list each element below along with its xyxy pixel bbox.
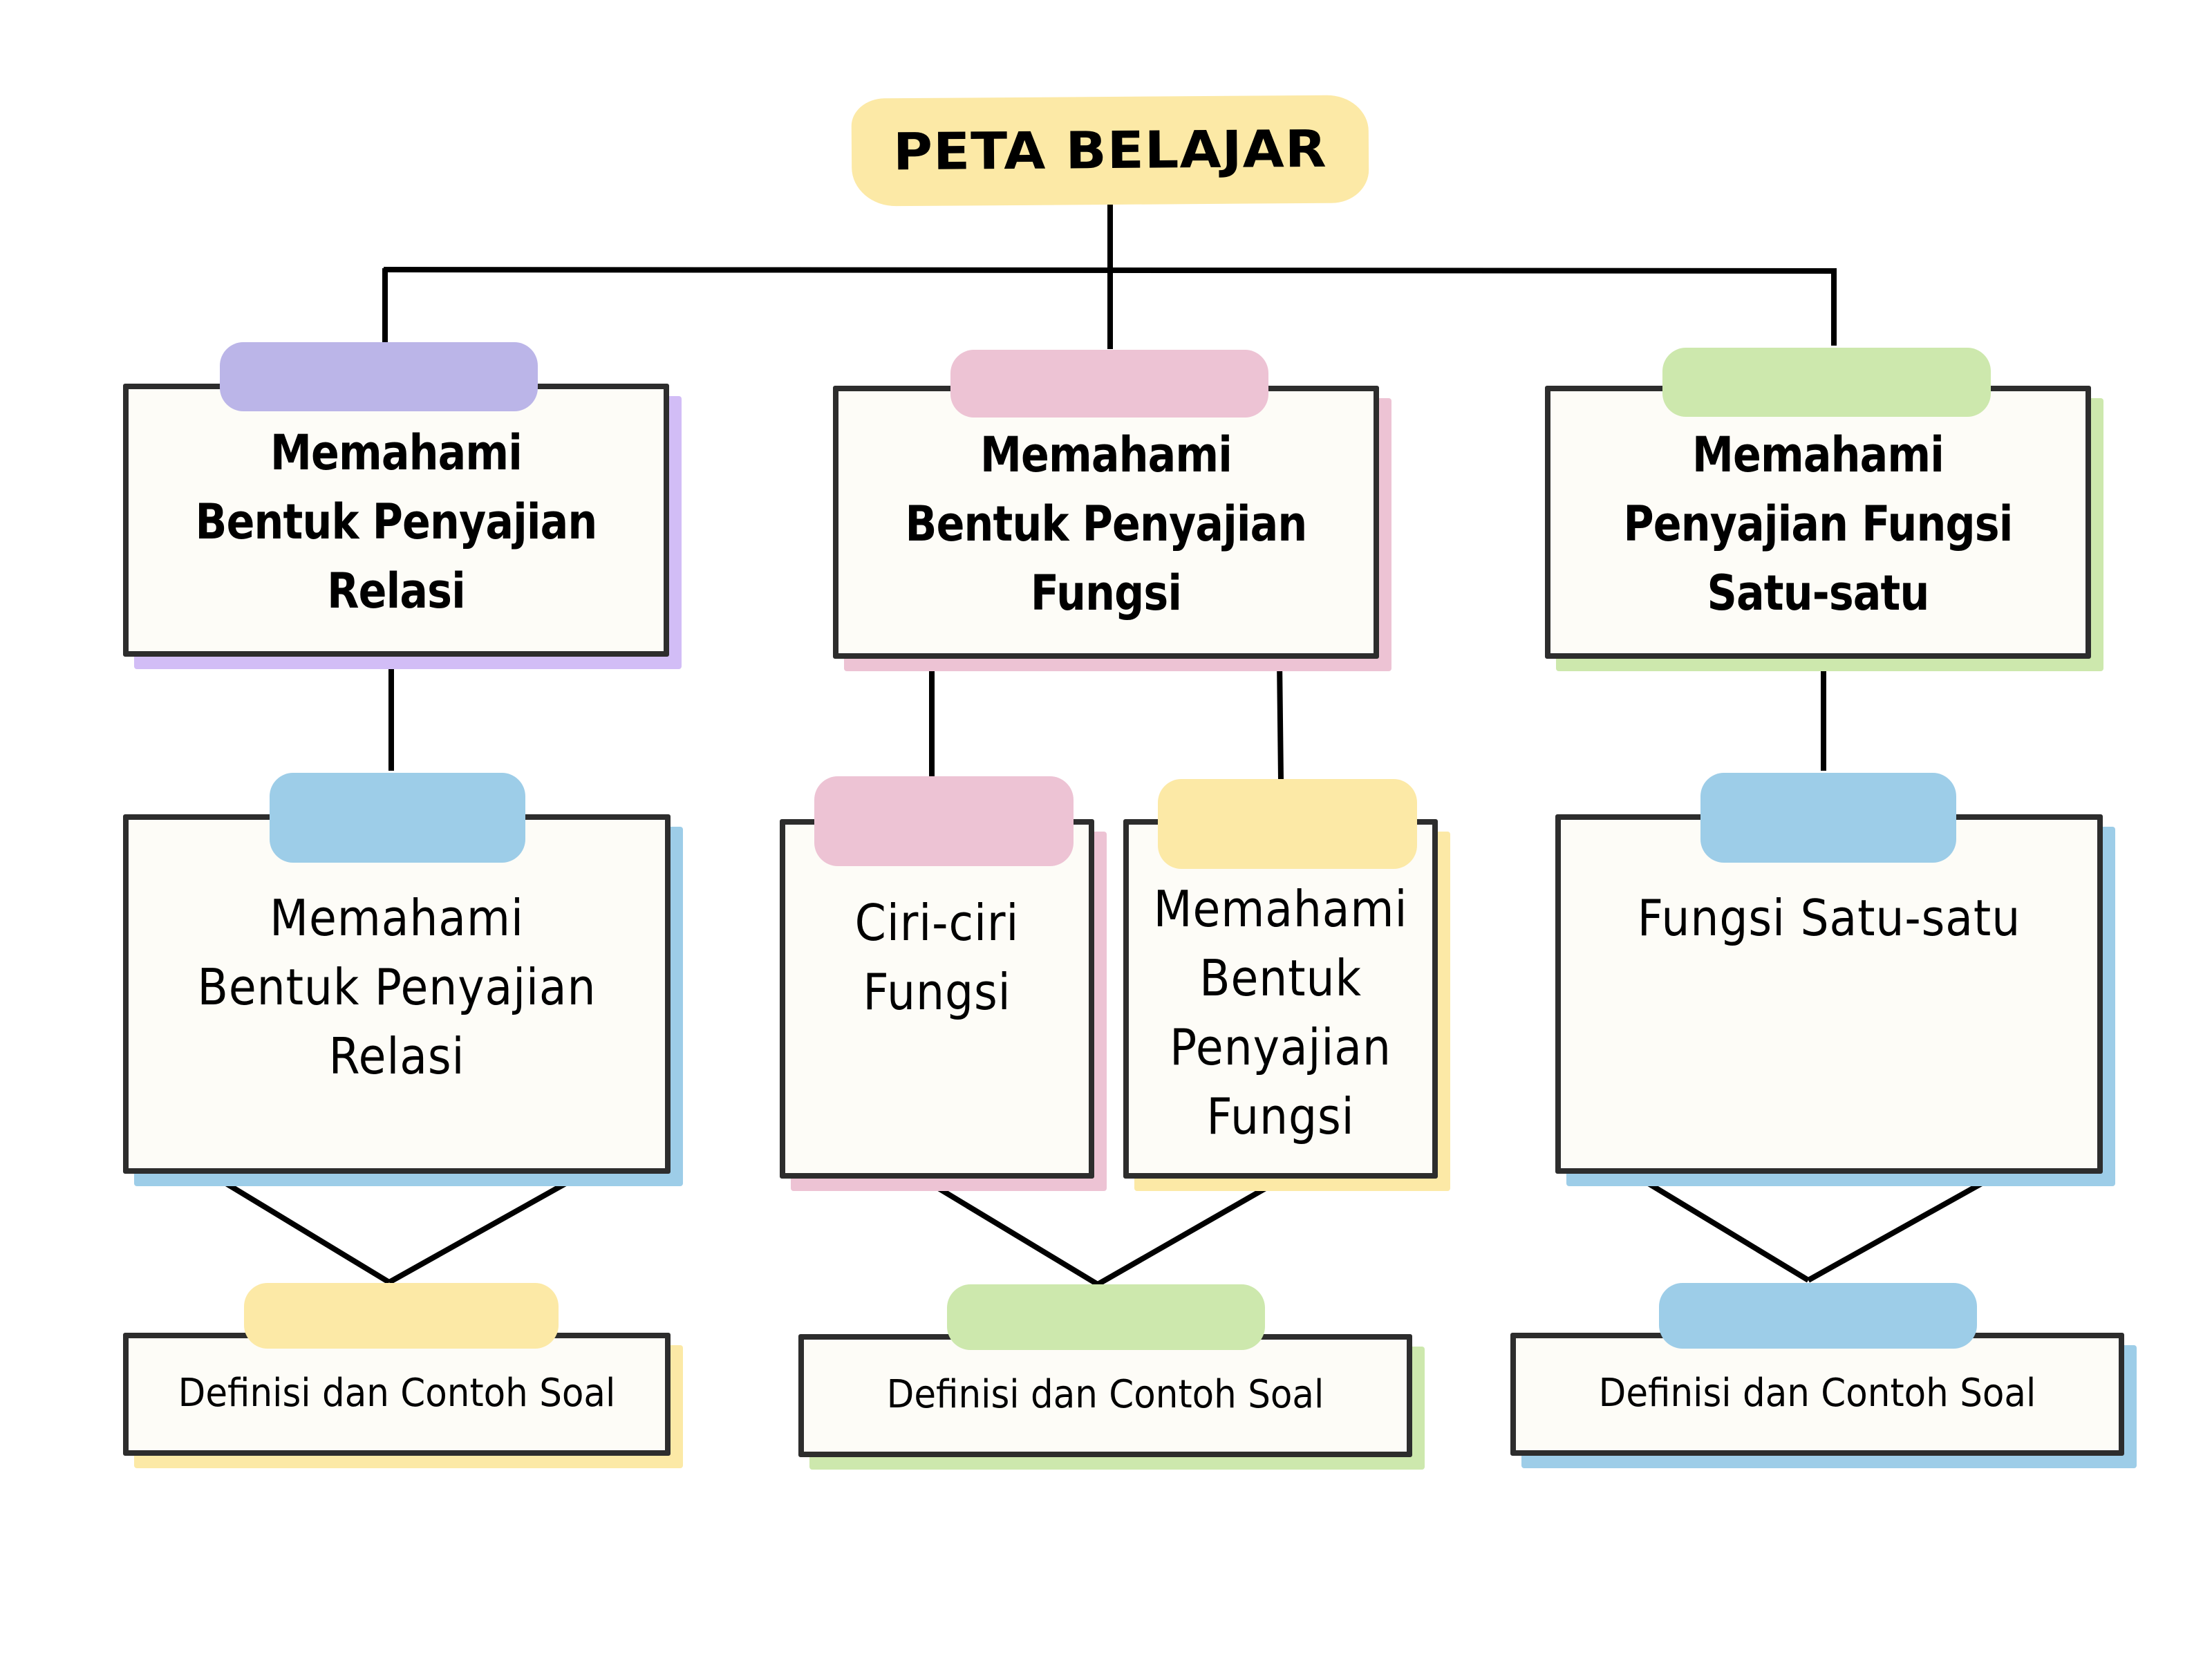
tape-pink [950,350,1268,418]
tape-blue [1700,773,1956,863]
detail-card-definisi-3[interactable]: Definisi dan Contoh Soal [1510,1283,2137,1468]
tape-yellow [244,1283,559,1349]
detail-card-definisi-2[interactable]: Definisi dan Contoh Soal [798,1284,1425,1470]
tape-purple [220,342,538,411]
card-label: Fungsi Satu-satu [1637,889,2021,947]
page-title: PETA BELAJAR [892,119,1328,182]
tape-green [1662,348,1991,417]
card-body [833,386,1379,659]
card-body [1555,814,2103,1174]
detail-card-definisi-1[interactable]: Definisi dan Contoh Soal [123,1283,683,1468]
tape-blue [1659,1283,1977,1349]
tape-green [947,1284,1265,1350]
card-label: Definisi dan Contoh Soal [886,1372,1324,1417]
tape-blue [270,773,525,863]
card-body [123,1333,671,1456]
title-banner: PETA BELAJAR [851,95,1369,207]
card-body [1123,819,1438,1179]
card-label: Definisi dan Contoh Soal [1598,1371,2036,1416]
card-label: Definisi dan Contoh Soal [178,1371,616,1416]
tape-pink [814,776,1074,866]
subtopic-card-fungsi-satu-satu[interactable]: Fungsi Satu-satu [1555,773,2115,1186]
tape-yellow [1158,779,1417,869]
